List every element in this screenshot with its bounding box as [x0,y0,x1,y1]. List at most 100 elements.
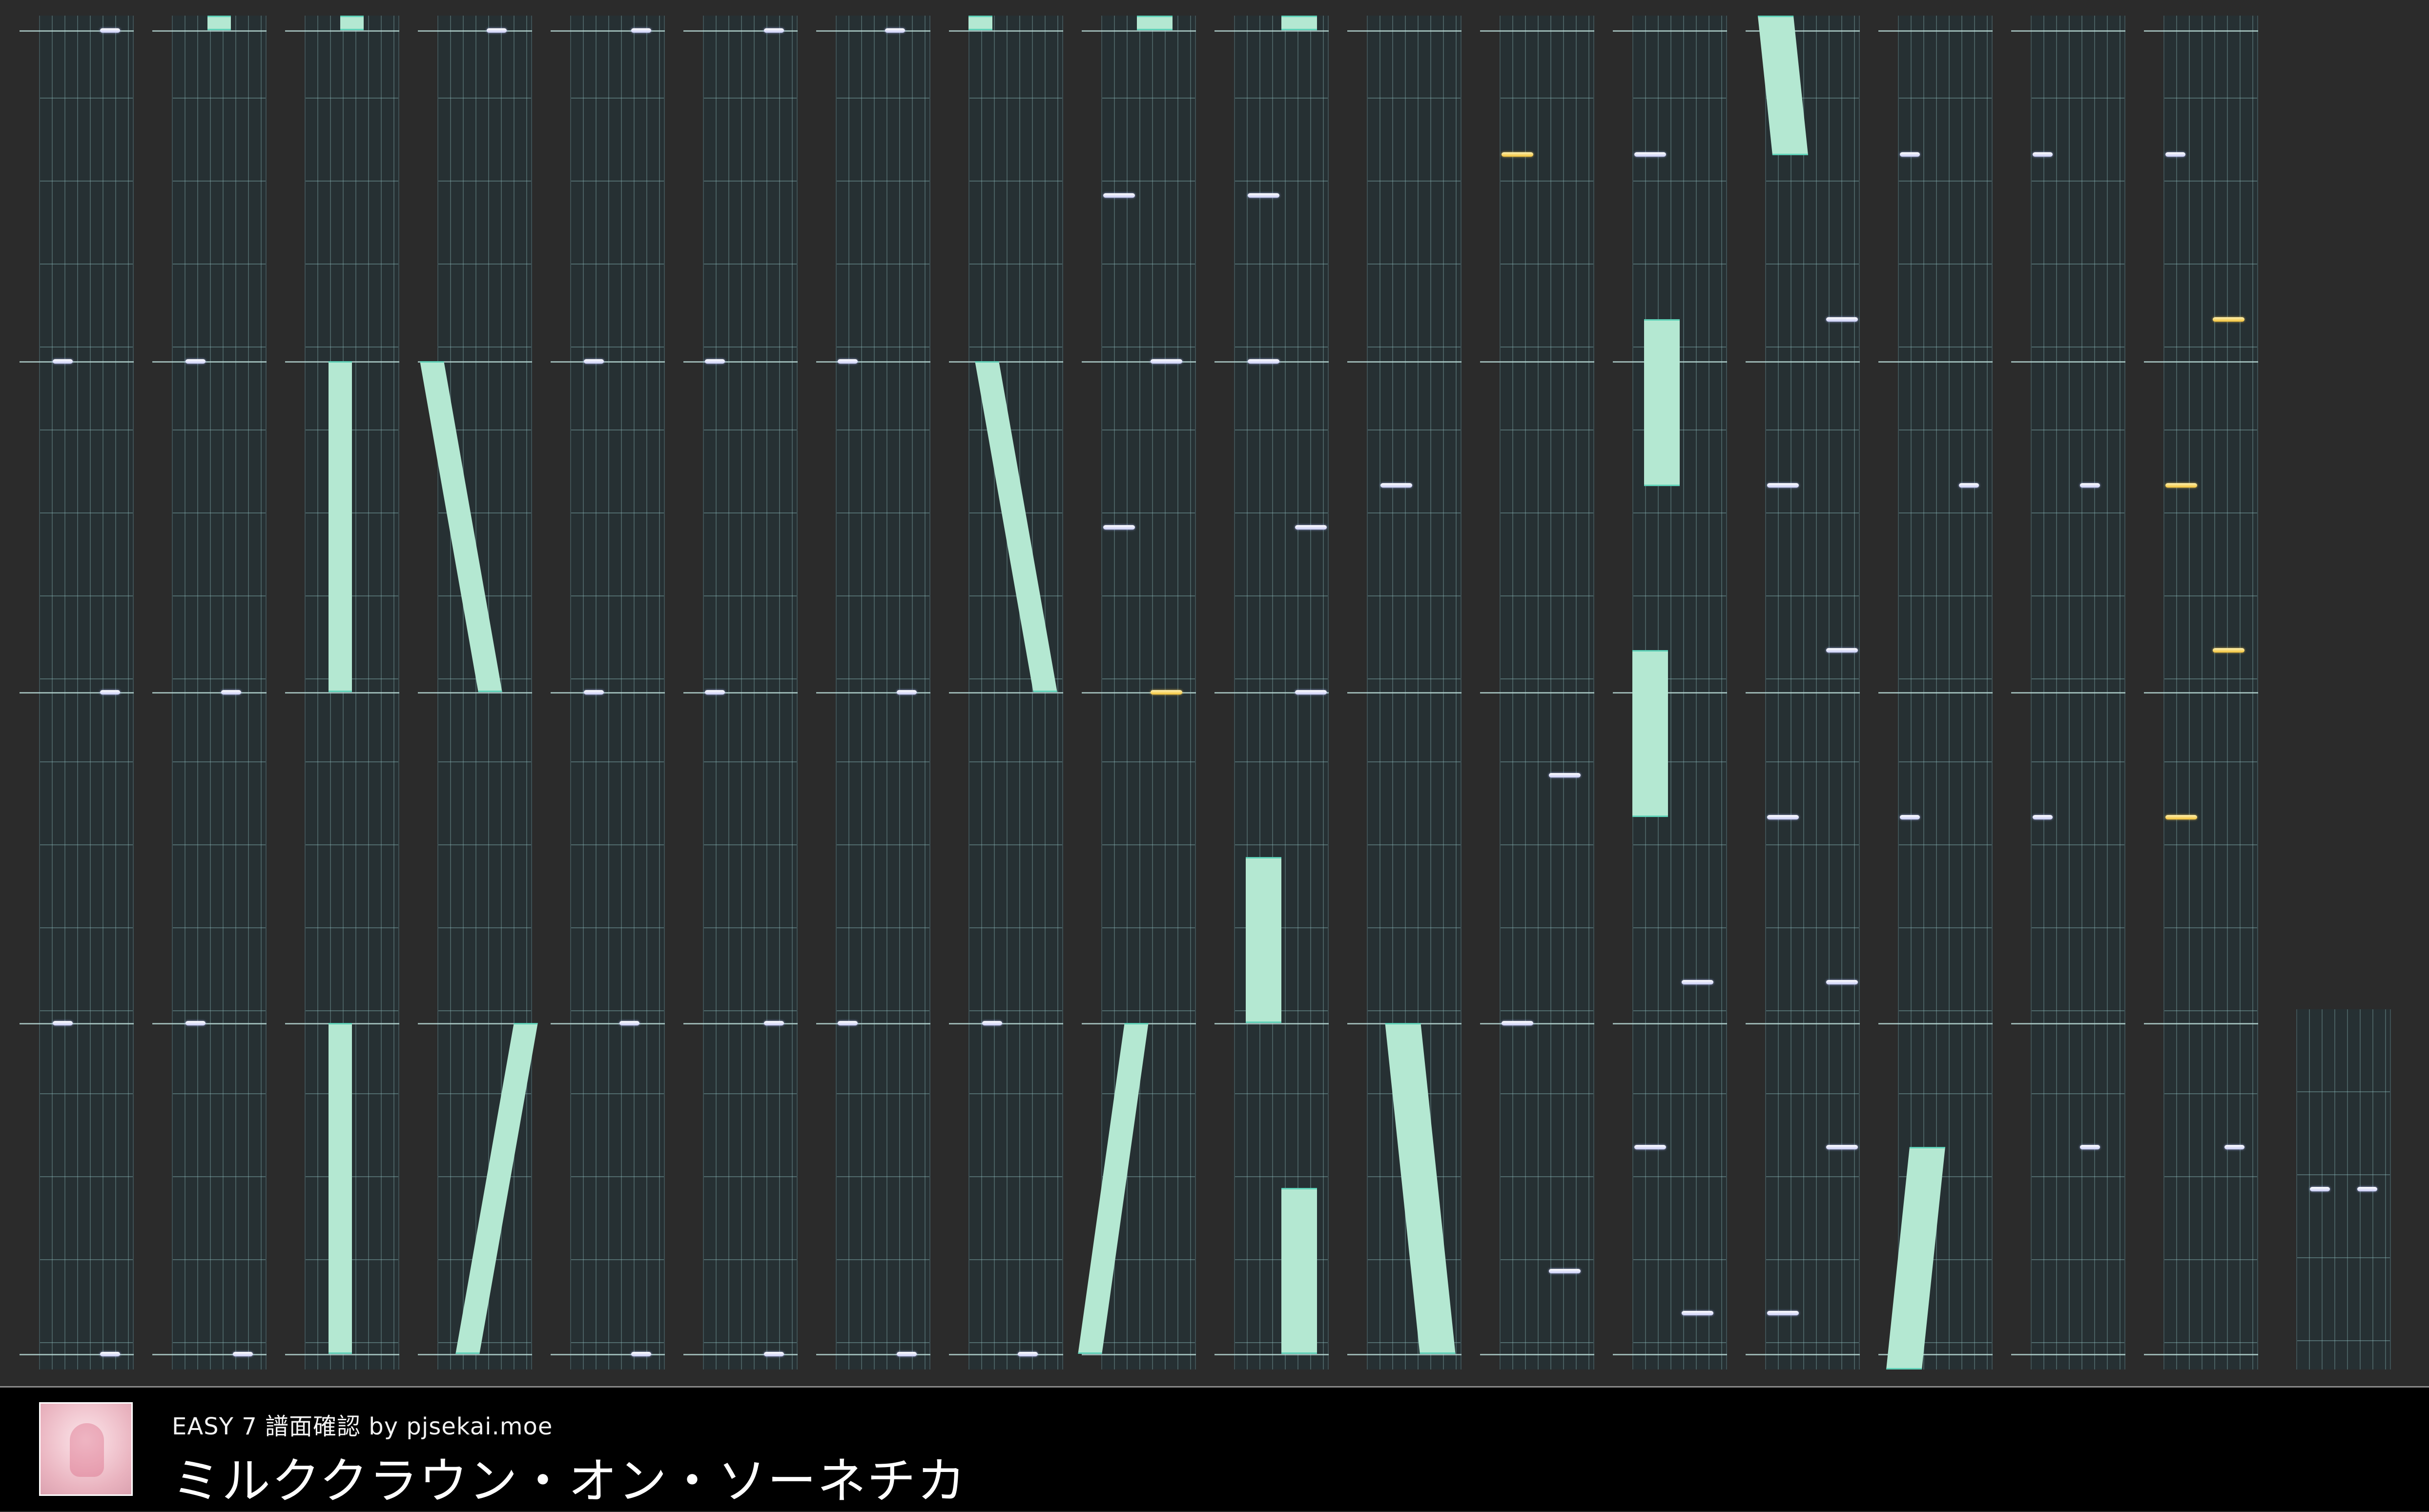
measure-line [1082,361,1196,363]
measure-line [2144,1023,2258,1024]
measure-line [2011,1023,2125,1024]
tap-note [1826,317,1858,322]
measure-line [2144,30,2258,32]
measure-line [683,361,798,363]
measure-line [2144,361,2258,363]
tap-note [1634,1145,1666,1149]
measure-line [551,692,665,694]
measure-line [816,692,930,694]
measure-line [1878,692,1993,694]
hold-note [1246,857,1281,1023]
tap-note [233,1352,253,1356]
measure-line [2011,30,2125,32]
measure-line [949,1354,1063,1355]
measure-line [949,30,1063,32]
measure-line [1613,1023,1727,1024]
measure-line [551,1354,665,1355]
measure-line [1082,692,1196,694]
tap-note [1103,193,1135,198]
measure-line [949,692,1063,694]
measure-line [1746,692,1860,694]
measure-line [816,361,930,363]
measure-line [683,30,798,32]
tap-note [897,1352,917,1356]
measure-line [418,30,532,32]
tap-note [764,28,784,33]
tap-note [631,1352,651,1356]
measure-line [2144,692,2258,694]
measure-line [285,30,399,32]
tap-note [53,359,73,364]
tap-note [982,1021,1002,1025]
measure-line [1746,1023,1860,1024]
hold-note [207,16,231,30]
tap-note [1826,1145,1858,1149]
measure-line [2011,692,2125,694]
measure-line [20,1354,134,1355]
measure-line [1214,30,1329,32]
hold-note [328,361,352,692]
hold-note [328,1023,352,1354]
tap-note [584,359,604,364]
tap-note [1295,690,1327,695]
tap-note [1767,1311,1799,1315]
measure-line [551,361,665,363]
tap-note [885,28,905,33]
measure-line [1878,1354,1993,1355]
hold-note [1136,16,1173,30]
critical-note [2213,317,2244,322]
measure-line [683,1354,798,1355]
tap-note [619,1021,639,1025]
hold-note [1644,319,1680,486]
measure-line [418,692,532,694]
tap-note [1549,1269,1581,1273]
tap-note [1767,483,1799,488]
measure-line [1214,1354,1329,1355]
tap-note [185,359,206,364]
measure-line [20,1023,134,1024]
tap-note [1248,193,1279,198]
measure-line [1347,361,1462,363]
tap-note [185,1021,206,1025]
tap-note [1826,980,1858,984]
tap-note [838,359,858,364]
measure-line [1746,361,1860,363]
tap-note [764,1352,784,1356]
critical-note [1151,690,1182,695]
measure-line [1347,1354,1462,1355]
tap-note [2080,1145,2100,1149]
tap-note [100,690,120,695]
measure-line [1480,30,1594,32]
tap-note [1959,483,1979,488]
measure-line [20,361,134,363]
measure-line [285,692,399,694]
measure-line [1746,30,1860,32]
tap-note [2357,1187,2377,1191]
hold-note [968,16,992,30]
tap-note [2033,152,2053,157]
measure-line [152,1023,267,1024]
measure-line [1746,1354,1860,1355]
measure-line [551,30,665,32]
tap-note [1018,1352,1038,1356]
tap-note [584,690,604,695]
tap-note [705,690,725,695]
measure-line [1082,30,1196,32]
hold-note [1281,16,1317,30]
measure-line [1878,1023,1993,1024]
critical-note [2213,648,2244,653]
tap-note [53,1021,73,1025]
tap-note [1380,483,1412,488]
chart-area [20,16,2391,1369]
measure-line [152,30,267,32]
measure-line [949,1023,1063,1024]
measure-line [20,30,134,32]
measure-line [1613,692,1727,694]
measure-line [1613,30,1727,32]
measure-line [285,1354,399,1355]
tap-note [705,359,725,364]
measure-line [1480,1354,1594,1355]
measure-line [20,692,134,694]
tap-note [897,690,917,695]
tap-note [1826,648,1858,653]
